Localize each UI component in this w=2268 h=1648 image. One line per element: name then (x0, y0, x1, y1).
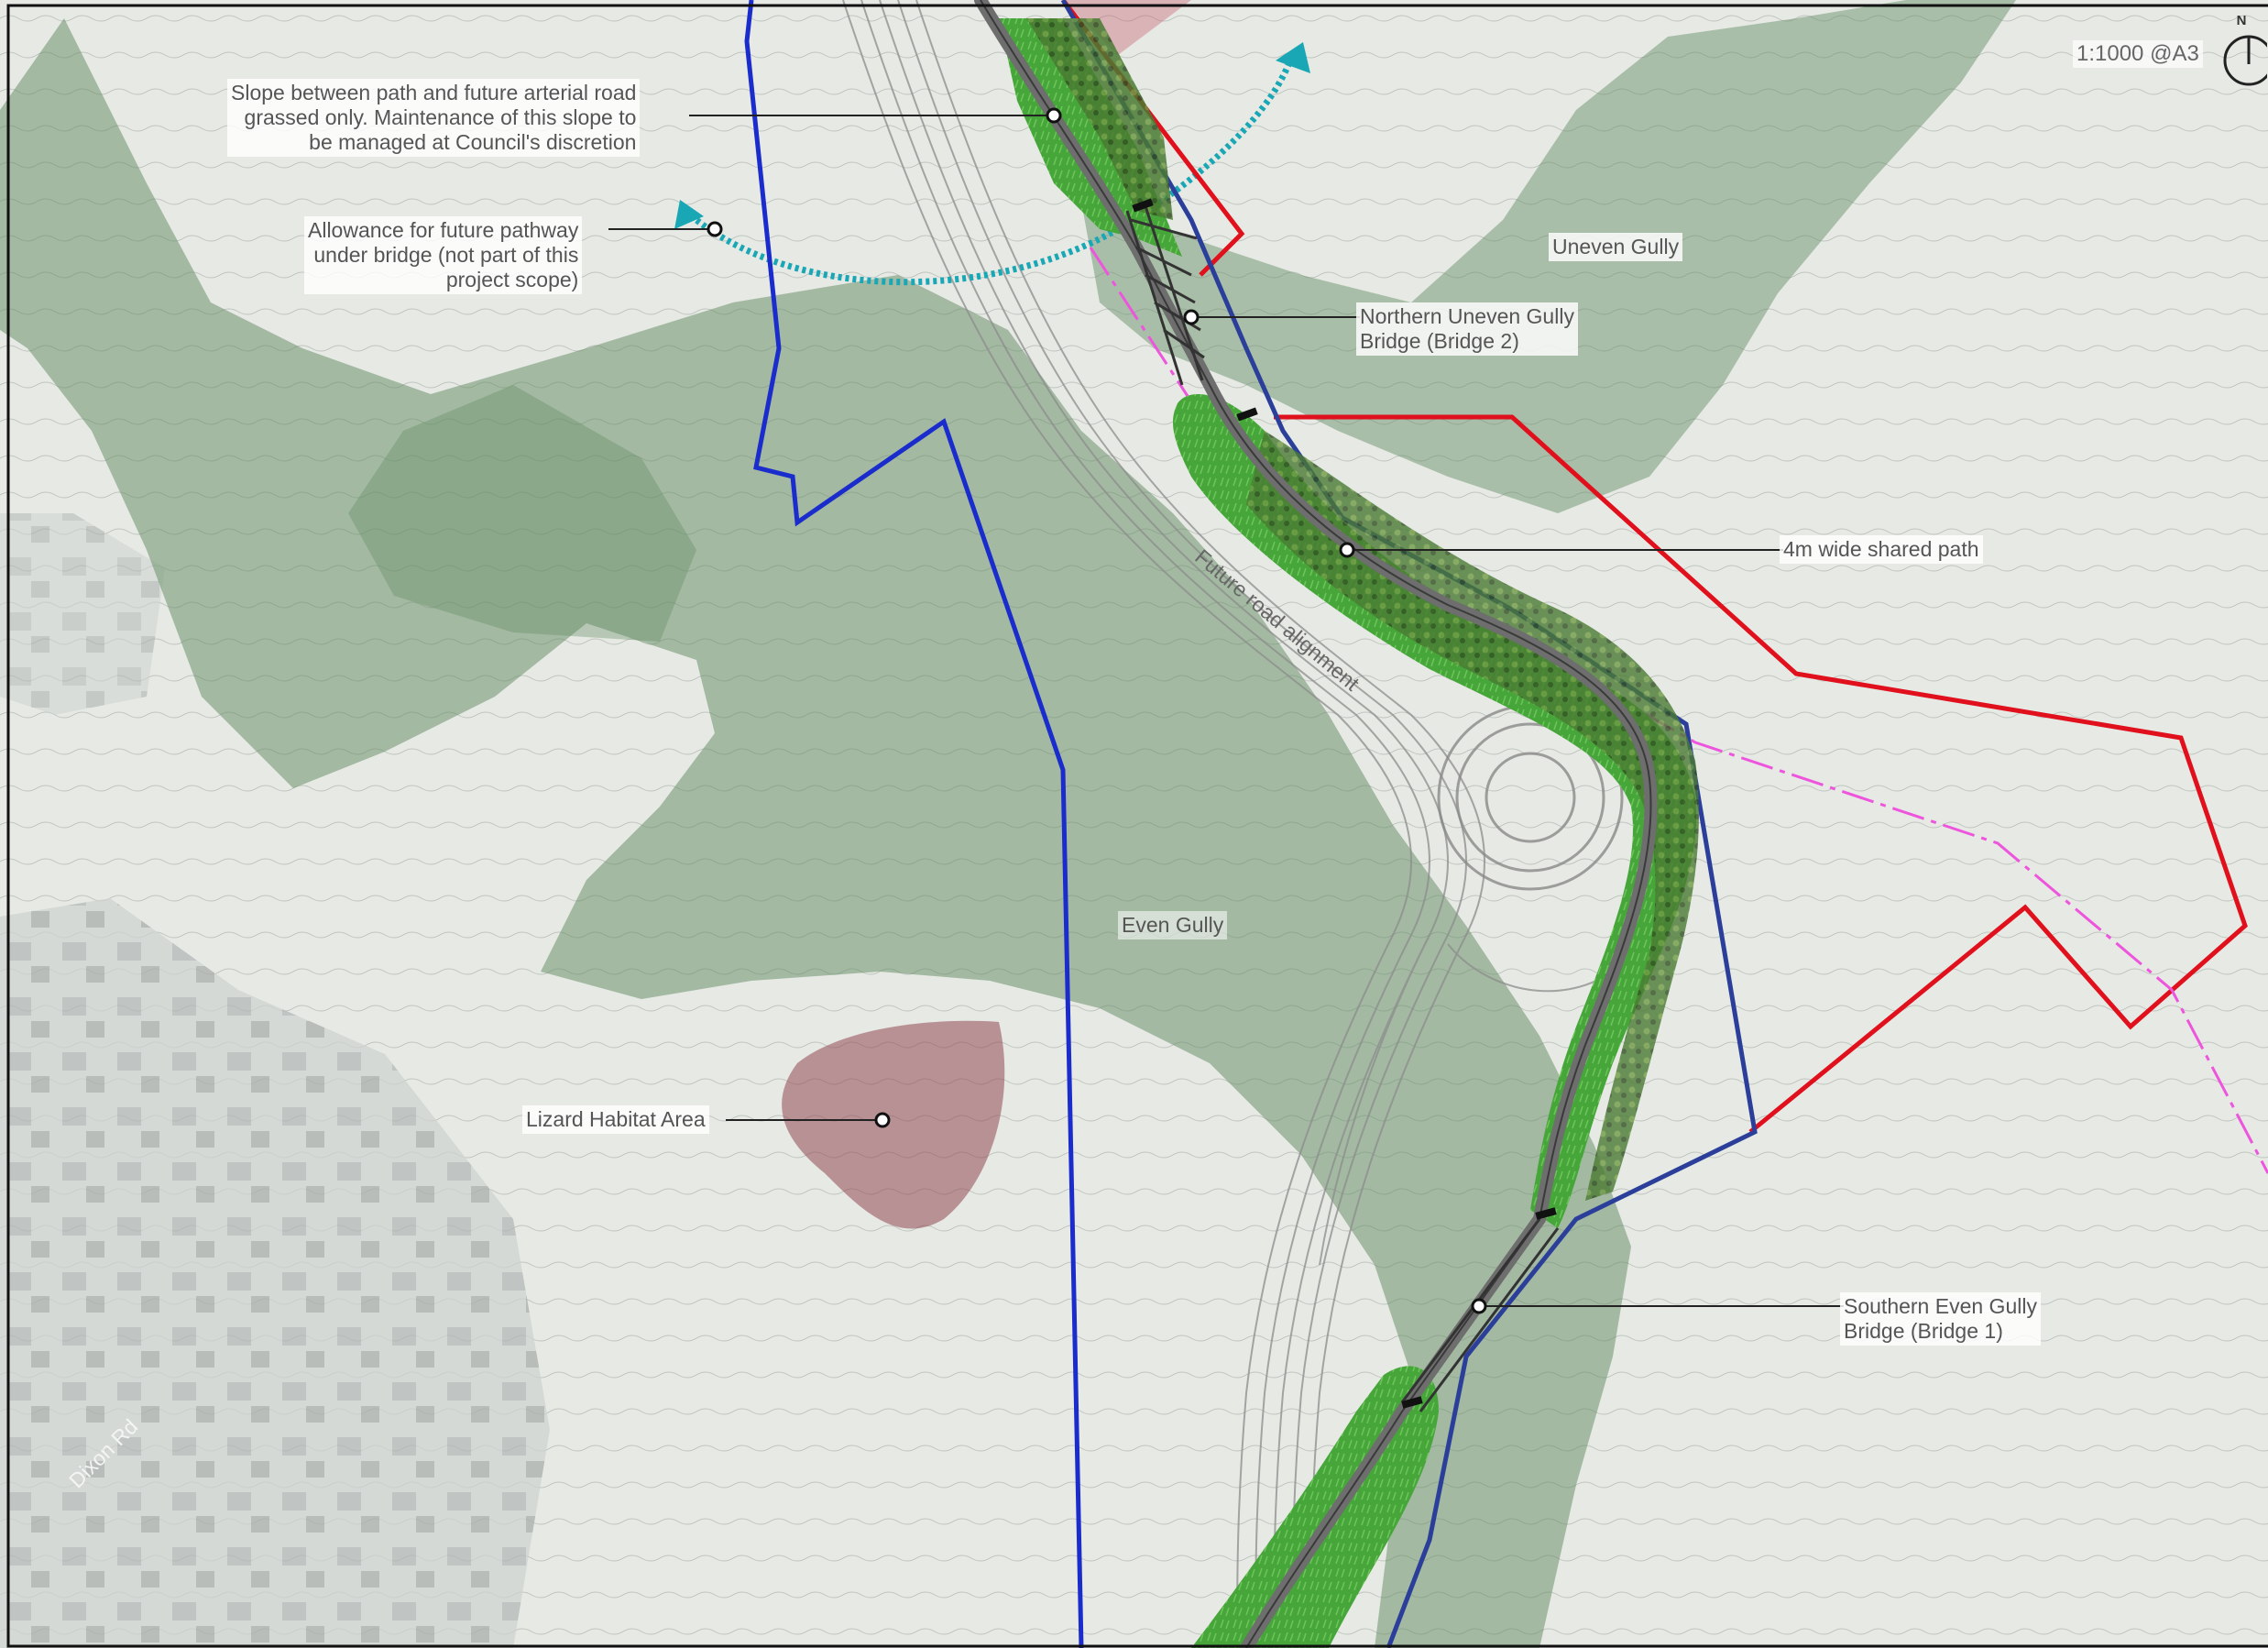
arrow-head-icon (1276, 42, 1310, 73)
uneven-gully-label: Uneven Gully (1549, 233, 1683, 261)
residential-area (0, 898, 550, 1648)
north-circle-icon (2223, 35, 2267, 86)
slope-note-label: Slope between path and future arterial r… (227, 79, 641, 157)
gully-overlay-west (348, 385, 696, 642)
leader-lines (608, 115, 1844, 1307)
shared-path-label: 4m wide shared path (1780, 535, 1983, 564)
arrow-head-icon (674, 200, 704, 229)
even-gully-label: Even Gully (1118, 911, 1228, 939)
scale-text: 1:1000 @A3 (2073, 40, 2203, 68)
even-gully-overlay (0, 18, 1631, 1648)
lizard-habitat-area (782, 1020, 1005, 1229)
bush-north (1026, 18, 1173, 220)
leader-dot-icon (707, 107, 1487, 1314)
planting-middle (1173, 394, 1697, 1228)
red-area-top (1063, 0, 1191, 55)
northern-bridge-label: Northern Uneven Gully Bridge (Bridge 2) (1356, 302, 1578, 356)
map-frame (6, 4, 2268, 1648)
lizard-habitat-label: Lizard Habitat Area (522, 1105, 709, 1134)
bush-middle (1246, 431, 1699, 1201)
blue-boundary-west (744, 0, 1084, 1648)
residential-area-north (0, 513, 165, 715)
northern-bridge (1125, 205, 1205, 386)
southern-bridge-label: Southern Even Gully Bridge (Bridge 1) (1840, 1292, 2041, 1346)
future-road-alignment (842, 0, 1614, 1648)
southern-bridge (1400, 1218, 1560, 1412)
planting-south (1191, 1366, 1439, 1648)
pathway-note-label: Allowance for future pathway under bridg… (304, 216, 583, 294)
north-arrow-icon: N (2216, 13, 2267, 86)
red-boundary-east (1274, 414, 2248, 1134)
